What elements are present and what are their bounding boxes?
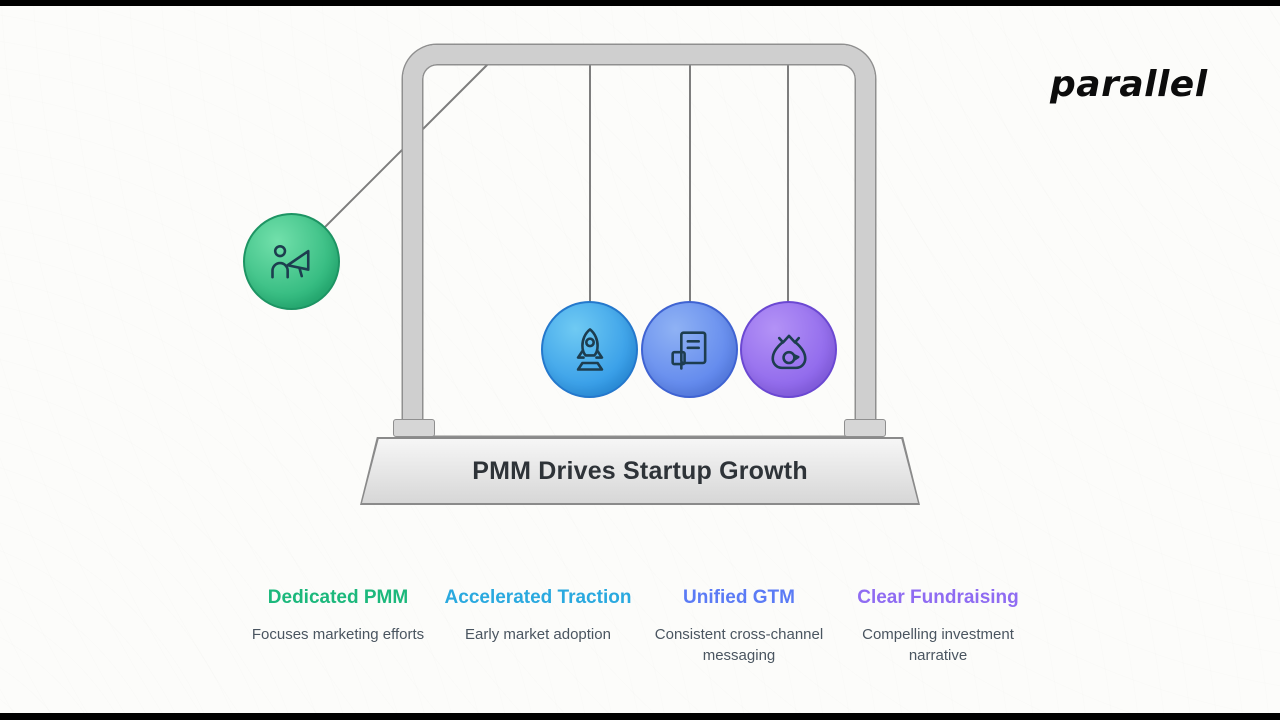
blocks-icon: [670, 330, 706, 370]
megaphone-person-icon: [270, 244, 310, 278]
column-title: Accelerated Traction: [444, 586, 632, 608]
column-dedicated-pmm: Dedicated PMM Focuses marketing efforts: [243, 548, 433, 645]
column-title: Dedicated PMM: [267, 586, 409, 608]
column-unified-gtm: Unified GTM Consistent cross-channel mes…: [644, 548, 834, 667]
pendulum-ball-pmm: [243, 213, 340, 310]
bottom-letterbox-bar: [0, 713, 1280, 720]
rocket-icon: [576, 327, 603, 371]
column-desc: Focuses marketing efforts: [251, 626, 425, 643]
column-title: Unified GTM: [683, 586, 795, 608]
column-desc: Compelling investment narrative: [862, 626, 1014, 665]
column-desc: Consistent cross-channel messaging: [654, 626, 824, 665]
base-plate: PMM Drives Startup Growth: [360, 437, 920, 505]
column-desc: Early market adoption: [465, 626, 611, 643]
column-accelerated-traction: Accelerated Traction Early market adopti…: [443, 548, 633, 645]
pendulum-ball-fundraising: [740, 301, 837, 398]
base-title: PMM Drives Startup Growth: [472, 456, 808, 485]
cradle-left-foot: [393, 419, 435, 437]
base-plate-face: PMM Drives Startup Growth: [362, 439, 918, 503]
top-letterbox-bar: [0, 0, 1280, 6]
pendulum-ball-gtm: [641, 301, 738, 398]
cradle-frame: [403, 45, 875, 437]
brand-logo: parallel: [1050, 64, 1208, 105]
column-clear-fundraising: Clear Fundraising Compelling investment …: [843, 548, 1033, 667]
money-bag-icon: [770, 334, 807, 369]
pendulum-ball-traction: [541, 301, 638, 398]
cradle-right-foot: [844, 419, 886, 437]
column-title: Clear Fundraising: [857, 586, 1019, 608]
